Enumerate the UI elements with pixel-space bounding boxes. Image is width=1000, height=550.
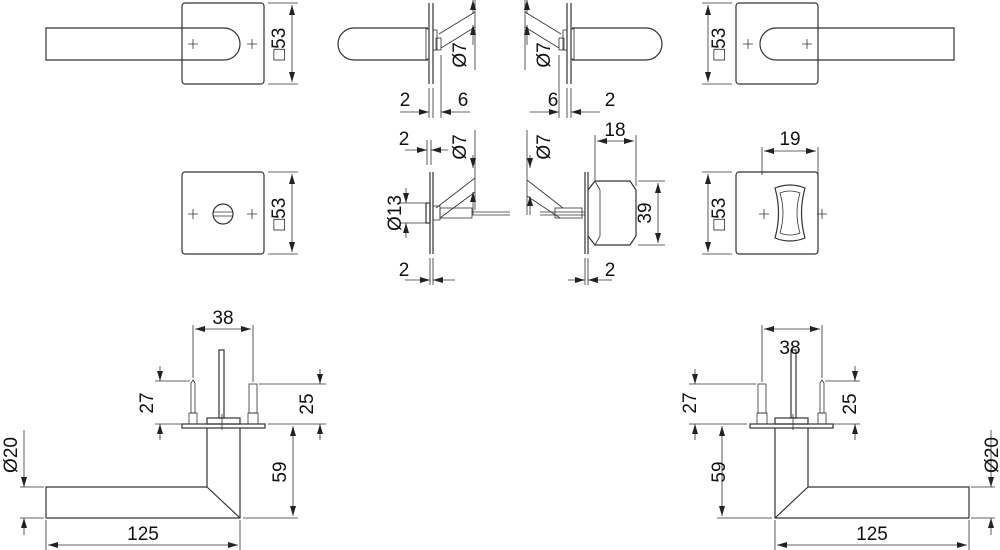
dim-label: 19 xyxy=(779,129,800,150)
dim-label: Ø7 xyxy=(450,134,471,159)
dim-label: 6 xyxy=(548,90,559,111)
dim-label: 18 xyxy=(604,120,625,141)
dim-label: Ø20 xyxy=(982,437,1000,473)
dim-label: □53 xyxy=(269,198,290,231)
dim-label: 25 xyxy=(840,393,861,414)
dim-label: 2 xyxy=(605,260,616,281)
dim-label: 38 xyxy=(212,308,233,329)
dim-label: □53 xyxy=(709,198,730,231)
side-view-wc-knob xyxy=(400,130,510,285)
dim-label: 2 xyxy=(605,90,616,111)
front-view-lever-right xyxy=(702,3,954,84)
dim-label: 6 xyxy=(458,90,469,111)
dim-label: 38 xyxy=(779,338,800,359)
front-view-thumbturn-rose xyxy=(702,147,828,255)
dim-label: 2 xyxy=(399,129,410,150)
side-view-thumbturn xyxy=(526,130,665,285)
dim-label: 39 xyxy=(635,202,656,223)
dim-label: 59 xyxy=(270,461,291,482)
dim-label: 2 xyxy=(400,90,411,111)
dim-label: Ø7 xyxy=(450,42,471,67)
dim-label: Ø7 xyxy=(534,134,555,159)
dim-label: □53 xyxy=(709,28,730,61)
dim-label: 125 xyxy=(856,524,888,545)
dim-label: 25 xyxy=(297,393,318,414)
dim-label: Ø7 xyxy=(534,42,555,67)
dim-label: 59 xyxy=(709,461,730,482)
front-view-lever-left xyxy=(46,3,298,84)
side-elevation-lever-right xyxy=(689,325,995,550)
dim-label: Ø13 xyxy=(385,195,406,231)
dim-label: 125 xyxy=(127,524,159,545)
dim-label: 27 xyxy=(680,392,701,413)
front-view-wc-rose xyxy=(181,171,298,255)
side-elevation-lever-left xyxy=(20,325,326,550)
dim-label: □53 xyxy=(269,28,290,61)
dim-label: 27 xyxy=(137,392,158,413)
dim-label: 2 xyxy=(399,260,410,281)
dim-label: Ø20 xyxy=(1,437,22,473)
